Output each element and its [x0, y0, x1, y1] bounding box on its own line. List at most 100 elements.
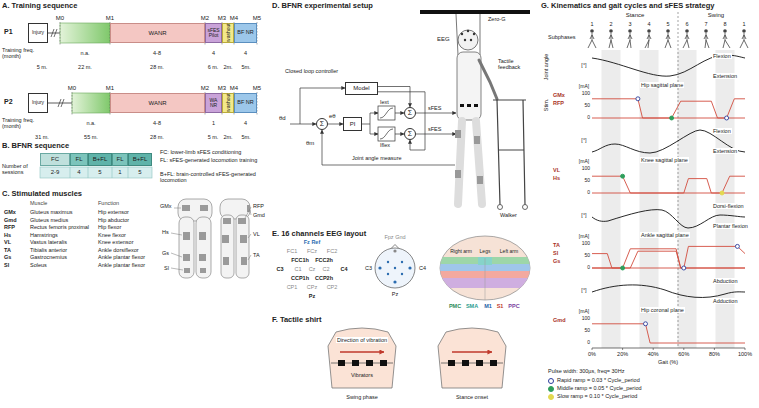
drawing-circle [375, 248, 415, 288]
stick-head [723, 29, 727, 33]
stick-head [704, 29, 708, 33]
drawing-rect [460, 104, 464, 107]
drawing-circle [470, 39, 472, 41]
text-label: M4 [230, 15, 238, 22]
stick-head [628, 29, 632, 33]
drawing-rect [338, 360, 345, 366]
text-label: 20% [617, 351, 628, 357]
process-box: FC [40, 153, 70, 166]
leg-figure [171, 199, 251, 278]
text-label: Subphases [548, 34, 576, 40]
text-label: Joint angle [543, 54, 549, 81]
node-text: washout [225, 94, 230, 113]
text-label: FC2 [327, 248, 337, 254]
text-label: Hip flexor [98, 224, 121, 230]
drawing-circle [401, 273, 403, 275]
drawing-circle [394, 267, 396, 269]
stim-trace [592, 324, 745, 343]
text-label: θd [279, 115, 286, 122]
node-text: WANR [148, 30, 166, 36]
text-label: Hs [162, 229, 169, 235]
node-text: BF NR [237, 30, 254, 36]
text-label: M1 [106, 85, 114, 92]
drawing-circle [464, 39, 466, 41]
drawing-rect [448, 360, 455, 366]
process-box: PI [343, 117, 362, 131]
text-label: 80% [709, 351, 720, 357]
drawing-path [395, 134, 404, 135]
text-label: 5 m. [37, 64, 48, 70]
timeline-art [48, 22, 257, 116]
node-text: Σ [320, 120, 324, 127]
text-label: [°] [581, 62, 586, 68]
text-label: Hip coronal plane [640, 307, 685, 313]
drawing-circle [408, 266, 411, 269]
drawing-rect [477, 176, 483, 184]
text-label: Adduction [712, 298, 738, 304]
ramp-marker [636, 97, 640, 101]
sum-circle: Σ [404, 107, 416, 119]
legend-swatch [548, 386, 554, 392]
text-label: Right arm [450, 249, 472, 255]
tactile-shirt [328, 328, 506, 388]
text-label: C4 [340, 266, 347, 272]
process-box: FL [70, 153, 88, 166]
text-label: RFP [4, 224, 15, 230]
text-label: Abduction [712, 278, 738, 284]
controller-wiring [290, 88, 456, 165]
ramp-marker [725, 116, 729, 120]
drawing-path [362, 113, 370, 134]
node-text: Σ [408, 109, 412, 116]
text-label: SMA [466, 303, 478, 309]
drawing-circle [458, 30, 478, 50]
text-label: Zero-G [488, 16, 505, 22]
ramp-marker [670, 116, 674, 120]
text-label: Ankle dorsiflexor [98, 247, 139, 253]
text-label: RFP [253, 203, 264, 209]
drawing-rect [678, 50, 697, 348]
text-label: Training freq. (month) [2, 117, 54, 130]
stim-trace [592, 176, 745, 193]
text-label: n.a. [80, 50, 89, 56]
text-label: Gmd [253, 212, 265, 218]
text-label: CCP2h [315, 275, 333, 281]
text-label: 0 [587, 190, 590, 196]
text-label: C. Stimulated muscles [2, 190, 82, 199]
text-label: 4 [647, 21, 650, 27]
text-label: Fz Ref [304, 239, 321, 245]
text-label: 3 [628, 21, 631, 27]
text-label: 55 m. [84, 134, 98, 140]
drawing-circle [393, 249, 396, 252]
text-label: M2 [201, 85, 209, 92]
drawing-rect [183, 232, 190, 240]
drawing-g [60, 22, 257, 116]
ramp-marker [621, 266, 625, 270]
text-label: M3 [218, 15, 226, 22]
text-label: 4 [212, 50, 215, 56]
stick-figure [609, 33, 613, 48]
stick-figure [645, 33, 651, 48]
text-label: Hip abductor [98, 217, 129, 223]
text-label: Muscle [30, 200, 47, 206]
drawing-rect [474, 104, 478, 107]
text-label: Gmd [4, 217, 17, 223]
text-label: P2 [4, 98, 13, 106]
drawing-circle [498, 205, 503, 210]
text-label: 100% [738, 351, 752, 357]
text-label: Stim. [543, 99, 549, 112]
eeg-head [375, 245, 415, 289]
text-label: VL [553, 167, 560, 173]
process-box: BF NR [234, 23, 257, 43]
text-label: 5m. [241, 134, 250, 140]
text-label: Extension [712, 73, 738, 79]
text-label: GMx [4, 209, 16, 215]
text-label: TA [253, 252, 260, 258]
drawing-circle [387, 261, 389, 263]
text-label: Legs [480, 249, 491, 255]
node-text: B+FL [133, 156, 148, 162]
process-box: FL [112, 153, 128, 166]
text-label: 7 [704, 21, 707, 27]
text-label: M2 [201, 15, 209, 22]
text-label: CPz [307, 284, 317, 290]
text-label: 22 m. [78, 64, 92, 70]
